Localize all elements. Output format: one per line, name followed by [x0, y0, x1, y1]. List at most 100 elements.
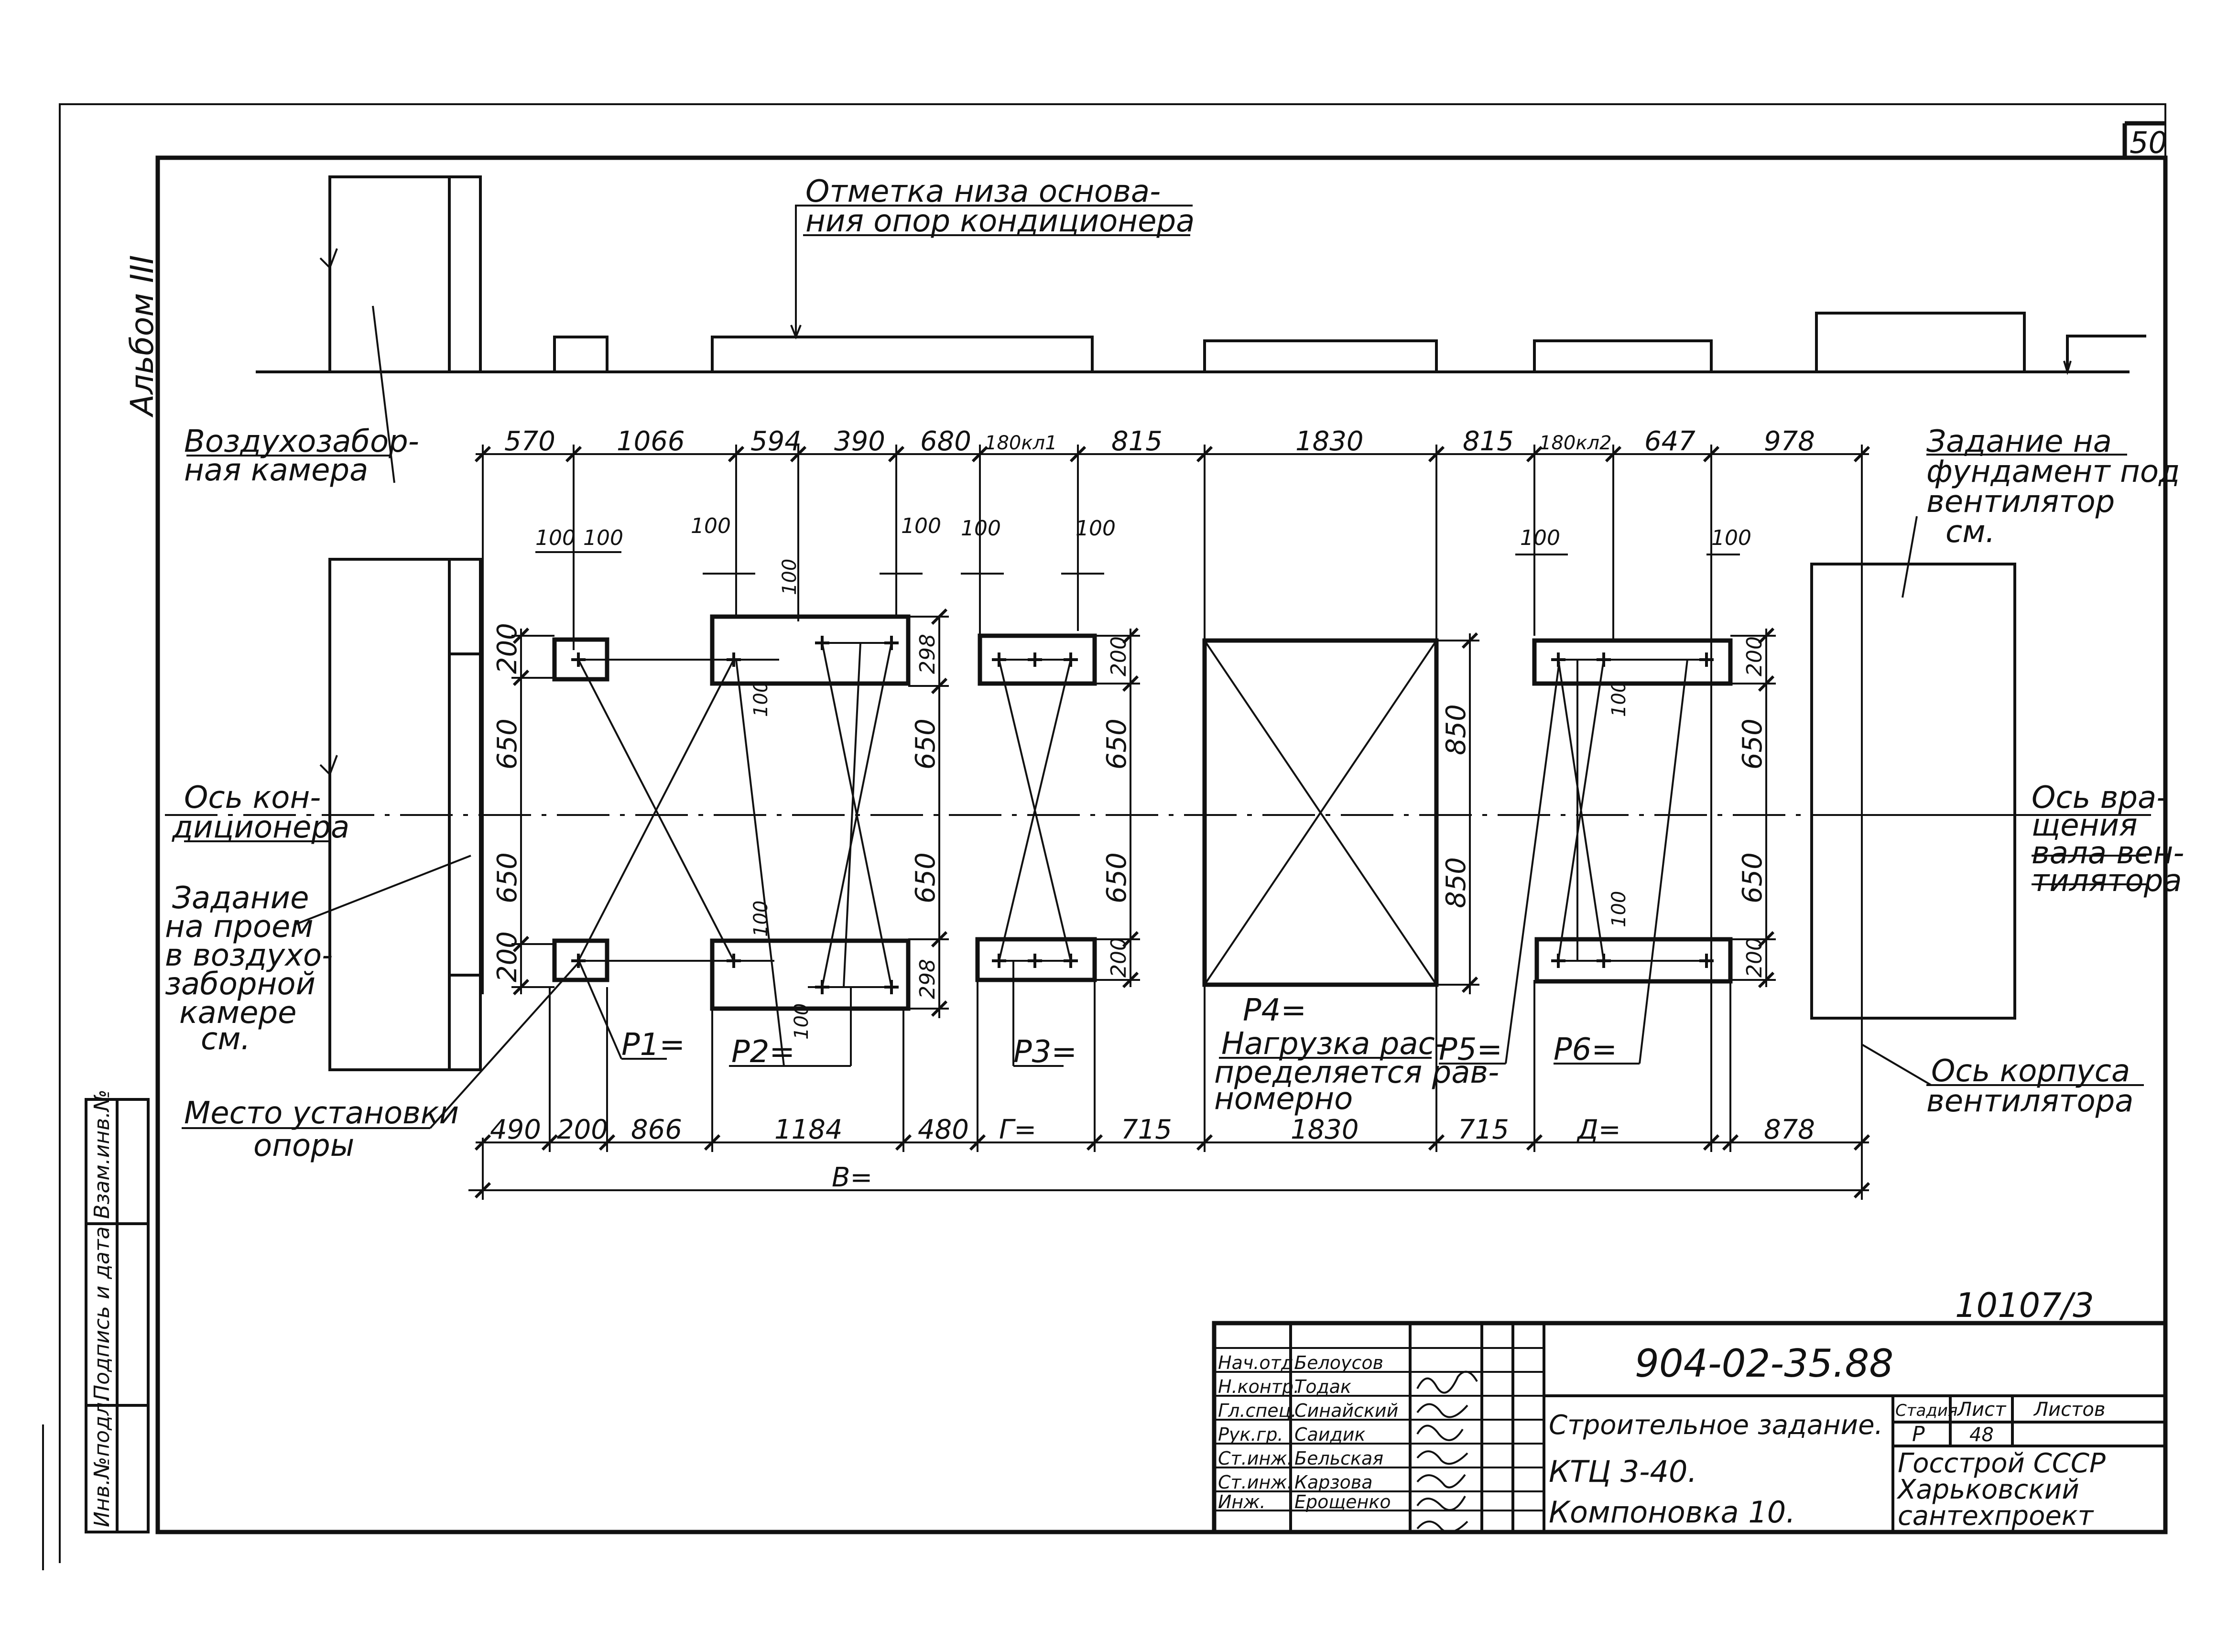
opening-task-2: на проем: [165, 909, 314, 945]
dim-top-815a: 815: [1111, 426, 1163, 457]
name-6: Карзова: [1294, 1472, 1373, 1493]
opening-task-4: заборной: [165, 967, 315, 1002]
bottom-dimension-texts: 490 200 866 1184 480 Г= 715 1830 715 Д= …: [490, 1114, 1815, 1193]
support-3-top: [978, 633, 1097, 686]
dim-top-180kl1: 180кл1: [985, 432, 1057, 454]
dim-v5-200b: 200: [1742, 937, 1767, 978]
support-place-1: Место установки: [184, 1096, 459, 1131]
dim-v4-850a: 850: [1441, 704, 1472, 755]
dim-top-680: 680: [920, 426, 971, 457]
dim-in-100e: 100: [1608, 681, 1630, 717]
name-3: Синайский: [1294, 1400, 1398, 1421]
opening-task-6: см.: [201, 1022, 250, 1057]
fan-foundation-note-4: см.: [1945, 514, 1995, 550]
stage-header: Стадия: [1895, 1401, 1957, 1420]
dim-100-f: 100: [1076, 516, 1116, 541]
support-2-top: [710, 614, 911, 686]
page-number: 50: [2130, 125, 2167, 160]
sheets-header: Листов: [2033, 1399, 2105, 1421]
name-1: Белоусов: [1294, 1352, 1383, 1373]
name-7: Ерощенко: [1294, 1491, 1391, 1512]
dim-bot-490: 490: [490, 1114, 541, 1145]
sheet-value: 48: [1969, 1424, 1994, 1446]
role-4: Рук.гр.: [1218, 1424, 1283, 1445]
opening-task-3: в воздухо-: [165, 938, 333, 973]
fan-shaft-axis-2: щения: [2032, 808, 2138, 843]
dim-v3-200a: 200: [1107, 636, 1131, 676]
support-4-center: [1202, 638, 1439, 987]
dim-top-1830: 1830: [1295, 426, 1364, 457]
dim-bot-d: Д=: [1576, 1114, 1621, 1145]
name-5: Бельская: [1294, 1448, 1383, 1469]
dim-100-e: 100: [961, 516, 1001, 541]
leader-lines: [182, 454, 2151, 1129]
dim-100-g: 100: [1520, 526, 1560, 550]
elevation-view: [256, 175, 2146, 375]
fan-foundation-note-1: Задание на: [1926, 424, 2112, 459]
dim-v2-298b: 298: [915, 959, 940, 999]
load-p4-note-3: номерно: [1214, 1081, 1353, 1117]
dimension-lines: [468, 445, 1869, 1200]
role-7: Инж.: [1218, 1491, 1266, 1512]
bolt-markers: [571, 636, 1714, 994]
fan-shaft-axis-3: вала вен-: [2032, 836, 2184, 871]
opening-task-5: камере: [179, 995, 297, 1031]
support-2-bottom: [710, 938, 911, 1011]
dimension-ticks: [474, 446, 1870, 1199]
name-4: Саидик: [1294, 1424, 1365, 1445]
dim-100-a: 100: [535, 526, 576, 550]
dim-top-594: 594: [750, 426, 802, 457]
dim-v4-850b: 850: [1441, 857, 1472, 908]
elevation-note-1: Отметка низа основа-: [805, 174, 1161, 209]
dim-top-180kl2: 180кл2: [1539, 432, 1612, 454]
title-code: 904-02-35.88: [1635, 1341, 1893, 1386]
dim-bot-1184: 1184: [774, 1114, 843, 1145]
title-line-1: Строительное задание.: [1549, 1410, 1883, 1441]
org-line-2: Харьковский: [1896, 1474, 2079, 1505]
support-5-bottom: [1534, 937, 1733, 984]
dim-in-100f: 100: [1608, 891, 1630, 927]
side-strip-sign: Подпись и дата: [90, 1227, 114, 1401]
side-strip: Инв.№подл. Подпись и дата Взам.инв.№: [85, 1089, 150, 1533]
dim-total-b: B=: [832, 1162, 872, 1193]
sheet-header: Лист: [1956, 1399, 2007, 1421]
org-line-1: Госстрой СССР: [1898, 1448, 2106, 1479]
role-2: Н.контр.: [1218, 1376, 1299, 1397]
sheet-frame: [42, 103, 2168, 1570]
org-line-3: сантехпроект: [1898, 1500, 2094, 1532]
dim-in-100a: 100: [750, 681, 772, 717]
dim-v5-650a: 650: [1737, 718, 1768, 770]
support-5-top: [1532, 638, 1733, 686]
opening-task-1: Задание: [172, 880, 309, 916]
dim-bot-1830: 1830: [1291, 1114, 1359, 1145]
dim-top-815b: 815: [1463, 426, 1514, 457]
dim-v1-650a: 650: [492, 718, 523, 770]
dim-v3-650b: 650: [1101, 852, 1132, 903]
title-block: [1212, 1321, 2168, 1534]
dim-top-390: 390: [834, 426, 885, 457]
title-line-3: Компоновка 10.: [1549, 1495, 1795, 1530]
fan-foundation-note-3: вентилятор: [1926, 484, 2115, 520]
dim-v1-200a: 200: [492, 623, 523, 674]
role-1: Нач.отд.: [1218, 1352, 1299, 1373]
dim-100-b: 100: [583, 526, 623, 550]
load-p4-note-2: пределяется рав-: [1214, 1055, 1499, 1090]
dim-v3-650a: 650: [1101, 718, 1132, 770]
fan-casing-axis-2: вентилятора: [1926, 1084, 2134, 1119]
role-3: Гл.спец.: [1218, 1400, 1297, 1421]
title-line-2: КТЦ 3-40.: [1549, 1454, 1697, 1489]
dim-v1-200b: 200: [492, 931, 523, 982]
dim-v2-650b: 650: [910, 852, 941, 903]
top-dimension-texts: 570 1066 594 390 680 180кл1 815 1830 815…: [504, 426, 1815, 457]
doc-number: 10107/3: [1955, 1286, 2094, 1325]
dim-top-1066: 1066: [617, 426, 685, 457]
vertical-dimension-texts: 200 650 650 200 298 650 650 298 200 650 …: [492, 559, 1768, 1040]
support-blocks: [552, 563, 2016, 1020]
load-p1: P1=: [621, 1027, 685, 1063]
air-intake-label-1: Воздухозабор-: [184, 424, 419, 459]
dim-bot-715b: 715: [1458, 1114, 1509, 1145]
fan-shaft-axis-4: тилятора: [2032, 863, 2182, 899]
support-3-bottom: [975, 937, 1097, 982]
cross-lines: [577, 640, 1711, 988]
dim-in-100d: 100: [791, 1003, 813, 1040]
